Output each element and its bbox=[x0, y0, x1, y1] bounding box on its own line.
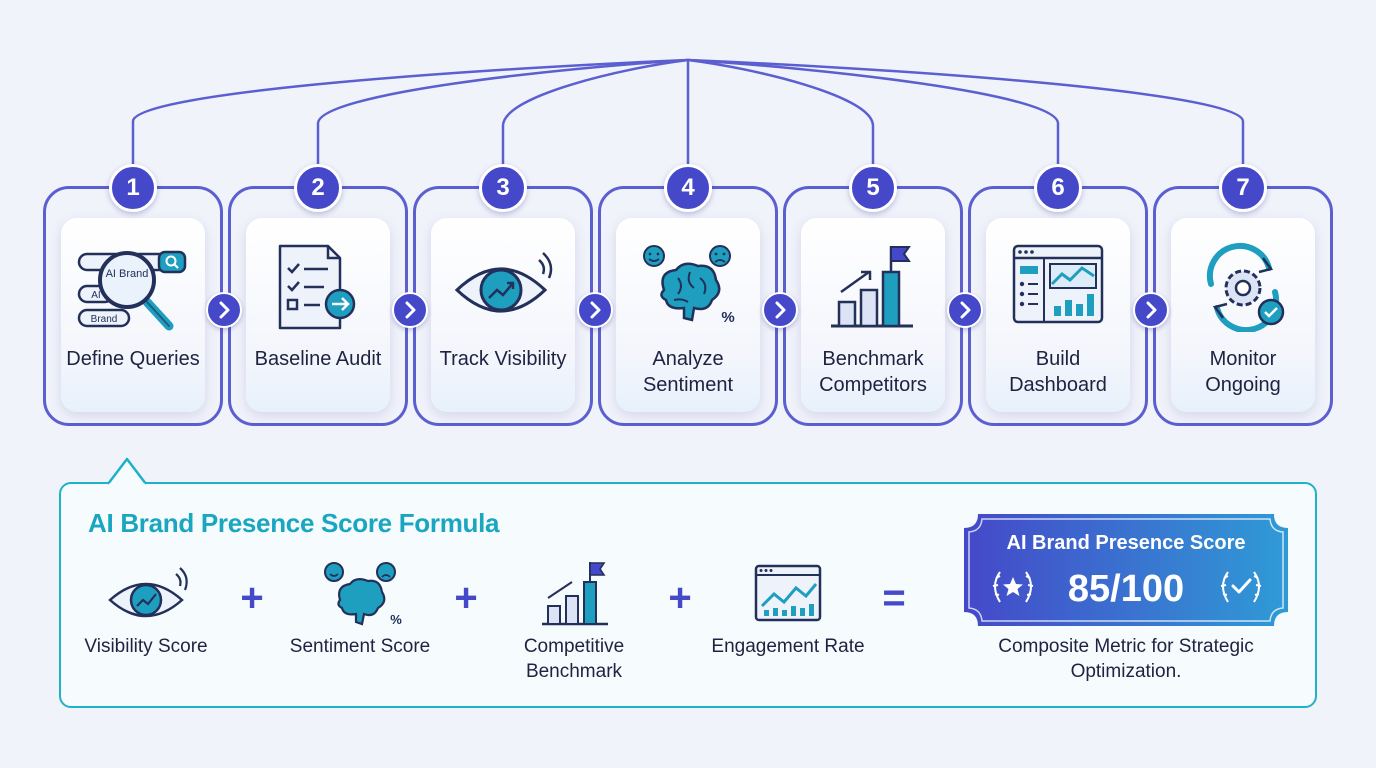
step-number-badge: 3 bbox=[479, 164, 527, 212]
score-caption: Composite Metric for Strategic Optimizat… bbox=[998, 636, 1254, 682]
eye-trend-icon bbox=[108, 567, 188, 618]
search-brand-icon: AI Brand AI Brand bbox=[77, 250, 187, 331]
formula-title: AI Brand Presence Score Formula bbox=[88, 508, 500, 538]
equals-operator: = bbox=[882, 576, 906, 620]
bar-chart-flag-icon bbox=[831, 246, 913, 328]
step-1: AI Brand AI Brand Define Queries 1 bbox=[43, 164, 223, 426]
eye-trend-icon bbox=[454, 252, 553, 313]
score-value: 85/100 bbox=[1067, 568, 1185, 610]
step-number-badge: 2 bbox=[294, 164, 342, 212]
connector-line bbox=[687, 58, 1245, 166]
dashboard-icon bbox=[1012, 244, 1104, 324]
chevron-right-icon bbox=[762, 292, 798, 328]
score-badge: AI Brand Presence Score 85/100 bbox=[964, 514, 1288, 626]
check-laurel-icon bbox=[1220, 571, 1262, 603]
chevron-right-icon bbox=[1133, 292, 1169, 328]
step-7: Monitor Ongoing 7 bbox=[1153, 164, 1333, 426]
formula-item-label: Sentiment Score bbox=[289, 636, 431, 657]
step-label: Baseline Audit bbox=[254, 348, 382, 370]
line-chart-window-icon bbox=[754, 564, 822, 622]
step-3: Track Visibility 3 bbox=[413, 164, 593, 426]
step-5: Benchmark Competitors 5 bbox=[783, 164, 963, 426]
brain-sentiment-icon: % bbox=[324, 562, 402, 627]
formula-pointer bbox=[107, 457, 147, 486]
plus-operator: + bbox=[240, 576, 264, 620]
bar-chart-flag-icon bbox=[542, 562, 608, 626]
tag-brand: Brand bbox=[91, 314, 118, 325]
score-badge-frame bbox=[964, 514, 1288, 626]
gear-cycle-check-icon bbox=[1206, 242, 1285, 332]
step-label: Analyze Sentiment bbox=[642, 348, 734, 396]
connector-line bbox=[687, 58, 1060, 166]
plus-operator: + bbox=[454, 576, 478, 620]
formula-item-label: Visibility Score bbox=[84, 636, 208, 657]
step-card bbox=[1171, 218, 1315, 412]
formula-item-label: Engagement Rate bbox=[711, 636, 865, 657]
connector-line bbox=[501, 58, 689, 166]
formula-item-label: Competitive Benchmark bbox=[523, 636, 625, 682]
star-laurel-icon bbox=[992, 571, 1034, 603]
percent-symbol: % bbox=[721, 309, 734, 326]
step-label: Build Dashboard bbox=[1009, 348, 1107, 396]
step-number-badge: 5 bbox=[849, 164, 897, 212]
connector-line bbox=[131, 58, 689, 166]
step-number-badge: 1 bbox=[109, 164, 157, 212]
plus-operator: + bbox=[668, 576, 692, 620]
percent-symbol: % bbox=[390, 612, 402, 627]
step-2: Baseline Audit 2 bbox=[228, 164, 408, 426]
step-label: Define Queries bbox=[66, 348, 200, 370]
step-card bbox=[431, 218, 575, 412]
step-label: Track Visibility bbox=[439, 348, 567, 370]
step-label: Benchmark Competitors bbox=[819, 348, 927, 396]
checklist-document-icon bbox=[278, 244, 356, 330]
tag-ai: AI bbox=[91, 290, 100, 301]
step-number-badge: 6 bbox=[1034, 164, 1082, 212]
step-number-badge: 7 bbox=[1219, 164, 1267, 212]
chevron-right-icon bbox=[206, 292, 242, 328]
chevron-right-icon bbox=[947, 292, 983, 328]
connector-line bbox=[316, 58, 689, 166]
step-number-badge: 4 bbox=[664, 164, 712, 212]
step-4: % Analyze Sentiment 4 bbox=[598, 164, 778, 426]
step-label: Monitor Ongoing bbox=[1205, 348, 1281, 396]
step-6: Build Dashboard 6 bbox=[968, 164, 1148, 426]
chevron-right-icon bbox=[392, 292, 428, 328]
brain-sentiment-icon: % bbox=[643, 245, 735, 326]
score-title: AI Brand Presence Score bbox=[1006, 532, 1246, 554]
chevron-right-icon bbox=[577, 292, 613, 328]
connector-line bbox=[687, 58, 875, 166]
tag-ai-brand: AI Brand bbox=[106, 268, 149, 280]
